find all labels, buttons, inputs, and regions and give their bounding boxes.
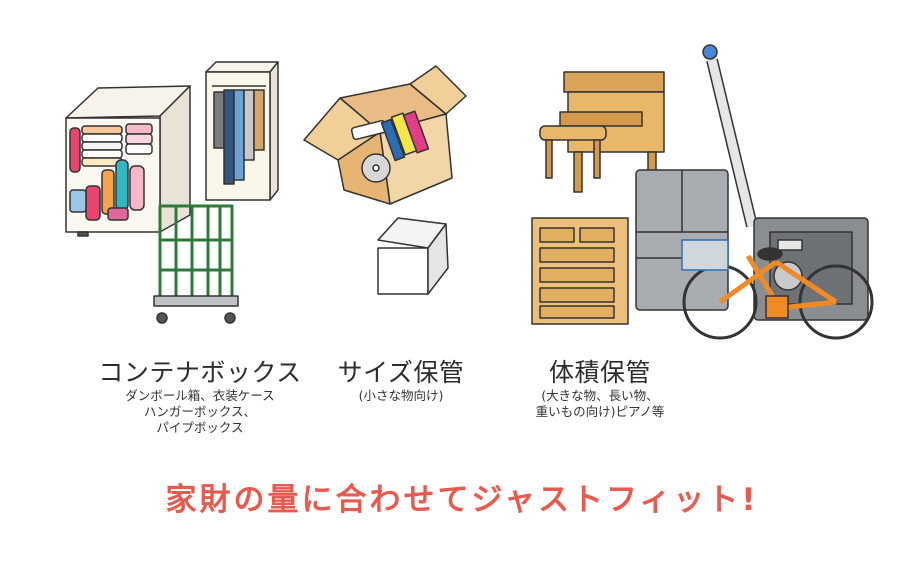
category-desc-line: パイプボックス [156, 420, 244, 435]
small-box-icon [303, 65, 467, 295]
category-desc-line: ダンボール箱、衣装ケース [125, 388, 275, 403]
category-desc-line: (小さな物向け) [358, 388, 444, 403]
category-desc-line: ハンガーボックス、 [143, 404, 257, 419]
large-items-icon [531, 44, 874, 340]
category-size: サイズ保管 (小さな物向け) [312, 358, 490, 404]
category-title: サイズ保管 [337, 358, 465, 387]
category-title: コンテナボックス [98, 358, 302, 387]
category-title: 体積保管 [548, 358, 651, 387]
category-desc-line: (大きな物、長い物、 [541, 388, 659, 403]
tagline: 家財の量に合わせてジャストフィット! [165, 482, 759, 518]
category-container: コンテナボックス ダンボール箱、衣装ケース ハンガーボックス、 パイプボックス [80, 358, 320, 436]
category-desc-line: 重いもの向け)ピアノ等 [535, 404, 665, 419]
category-volume: 体積保管 (大きな物、長い物、 重いもの向け)ピアノ等 [500, 358, 700, 420]
container-storage-icon [65, 61, 279, 324]
